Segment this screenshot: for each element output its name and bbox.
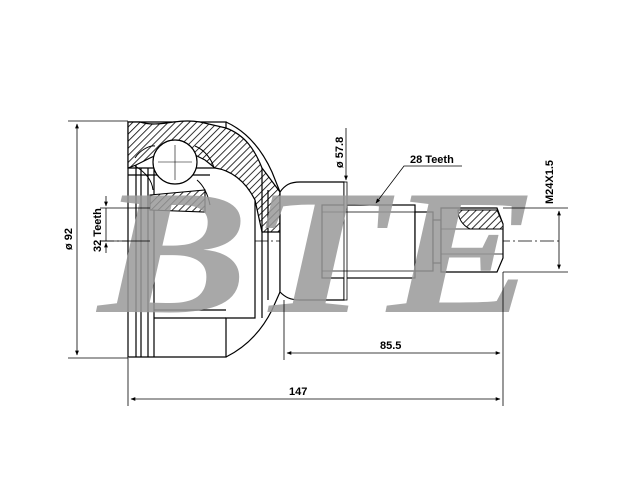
- outer-teeth-label: 28 Teeth: [410, 154, 454, 166]
- inner-teeth-label: 32 Teeth: [92, 208, 104, 252]
- shaft-diameter-label: ø 57.8: [334, 137, 346, 168]
- shaft: [279, 181, 504, 301]
- ball-bearing: [152, 139, 198, 185]
- total-length-label: 147: [289, 386, 307, 398]
- dimension-total-length: [127, 358, 504, 406]
- dimension-inner-teeth: [100, 196, 150, 253]
- outer-diameter-label: ø 92: [63, 228, 75, 250]
- thread-label: M24X1.5: [544, 160, 556, 204]
- bell-housing: [127, 121, 256, 358]
- shaft-end-hatch: [457, 209, 504, 230]
- dimension-thread: [503, 207, 568, 273]
- inner-race-hatch: [149, 189, 206, 213]
- dimension-outer-teeth: [375, 165, 462, 204]
- dimension-outer-diameter: [68, 120, 128, 359]
- shaft-length-label: 85.5: [380, 340, 401, 352]
- cage: [134, 145, 215, 206]
- dimension-shaft-length: [283, 272, 504, 360]
- watermark-logo: BTE: [95, 153, 538, 351]
